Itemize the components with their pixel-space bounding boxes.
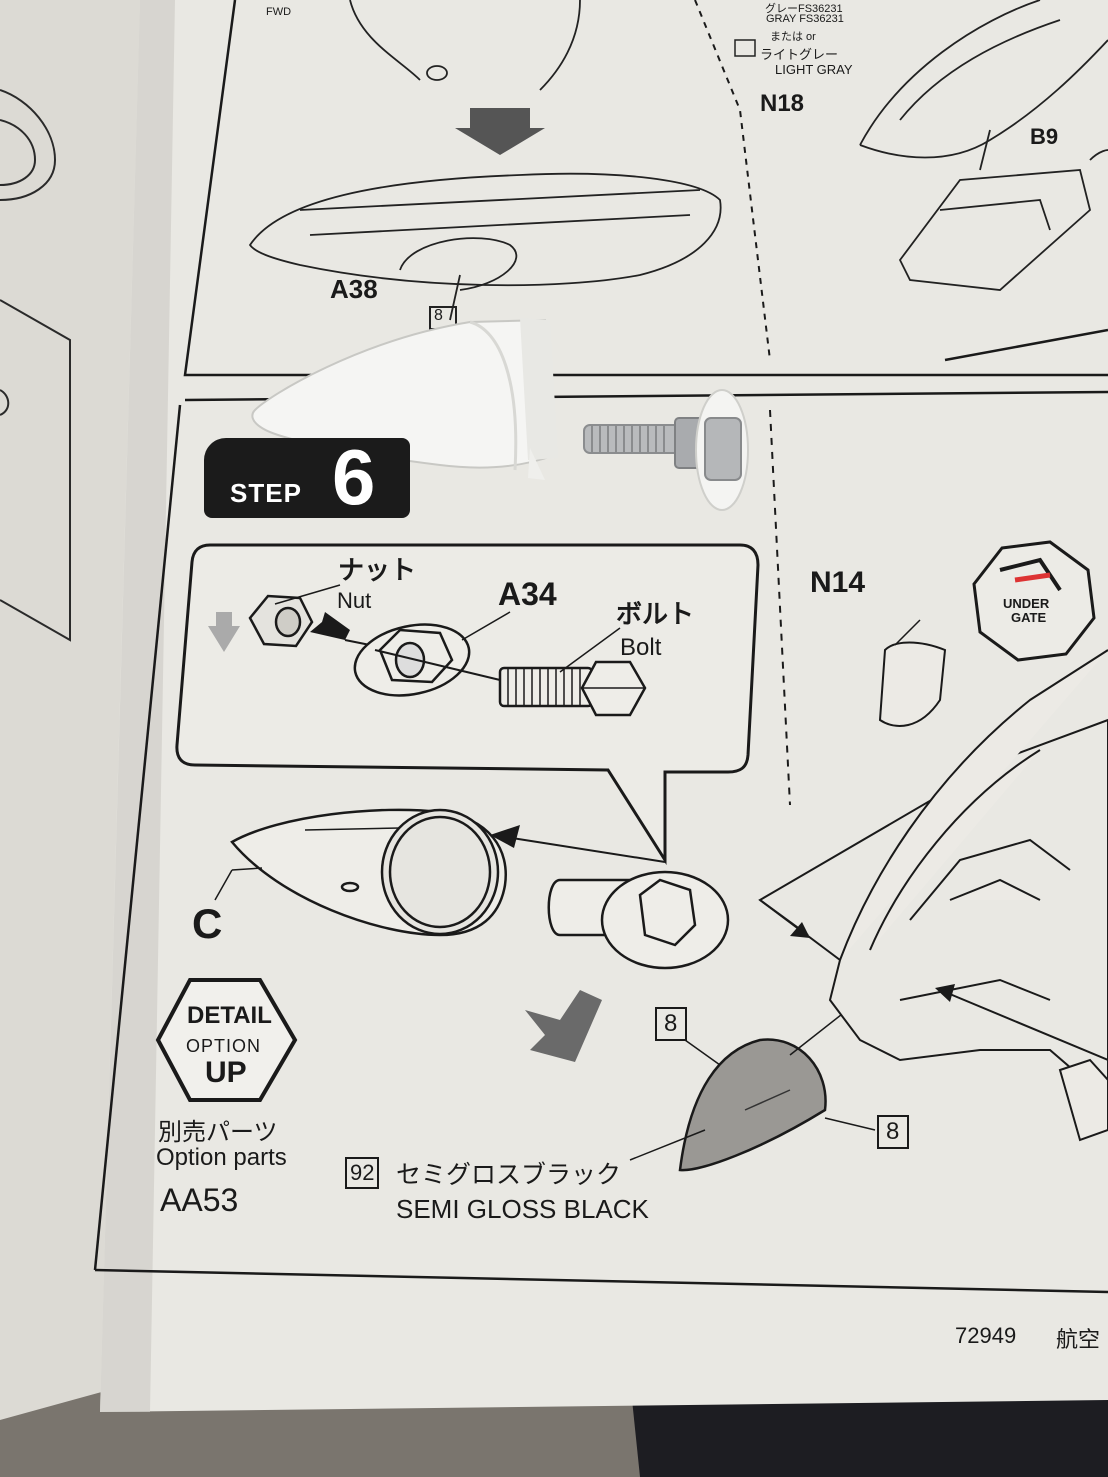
part-label-a38: A38 [330, 274, 378, 304]
paint-text-4: ライトグレー [760, 47, 839, 62]
part-label-c: C [192, 900, 223, 947]
ref-number-left: 8 [664, 1010, 678, 1037]
physical-bolt [583, 389, 749, 511]
page-fold-shadow [100, 0, 175, 1412]
step6-bottom-border [94, 1268, 1108, 1294]
paint-text-2: GRAY FS36231 [766, 13, 844, 25]
under-gate-icon [972, 540, 1096, 662]
nose-cone-c-drawing [230, 808, 507, 937]
part-label-n14: N14 [810, 566, 866, 599]
detail-up-line2: OPTION [186, 1036, 262, 1056]
part-c-leader [214, 867, 263, 901]
fuselage-arrowhead-icon [790, 922, 810, 938]
bolt-label-en: Bolt [620, 634, 662, 661]
fuselage-drawing-top [248, 0, 722, 321]
under-gate-text-1: UNDER [1003, 596, 1050, 611]
detail-up-line1: DETAIL [187, 1002, 272, 1029]
part-label-a34: A34 [498, 576, 557, 612]
paint-code: 92 [350, 1160, 375, 1185]
insert-arrow-icon [310, 612, 350, 640]
part-label-n18: N18 [760, 90, 805, 117]
painted-nose-cone-drawing [678, 1038, 827, 1172]
kit-number: 72949 [955, 1323, 1017, 1348]
step-number: 6 [332, 433, 376, 521]
top-right-frame [944, 328, 1108, 362]
assembly-arrow-line [511, 837, 666, 863]
step-word: STEP [230, 478, 302, 508]
nose-cone-detail-line [744, 1089, 791, 1111]
washer-arrow-line [374, 649, 501, 681]
part-label-b9: B9 [1030, 124, 1059, 149]
fwd-label: FWD [266, 6, 292, 18]
gate-arrowhead-icon [935, 984, 955, 1002]
paint-text-3: または or [770, 31, 816, 43]
callout-leaders [274, 584, 621, 673]
paint-name-jp: セミグロスブラック [396, 1161, 622, 1189]
nut-drawing [248, 594, 314, 648]
ref-box-8-left [655, 1007, 687, 1041]
bolt-drawing [498, 660, 647, 717]
kit-title-fragment: 航空 [1056, 1327, 1101, 1352]
paint-text-1: グレーFS36231 [765, 3, 843, 15]
ref-box-8-right [877, 1115, 909, 1149]
sold-separately-jp: 別売パーツ [158, 1119, 278, 1146]
nut-arrow-line [344, 639, 371, 646]
ref-number-top: 8 [434, 307, 443, 324]
under-gate-text-2: GATE [1011, 610, 1047, 625]
bolt-label-jp: ボルト [616, 599, 695, 629]
paint-name-en: SEMI GLOSS BLACK [396, 1194, 649, 1224]
washer-a34-drawing [353, 623, 471, 697]
step6-left-border [93, 404, 182, 1271]
paint-code-box-icon [734, 39, 756, 57]
n14-leader [894, 619, 921, 646]
option-part-code: AA53 [160, 1182, 239, 1218]
cockpit-drawing-top [859, 0, 1108, 291]
detail-up-line3: UP [205, 1056, 247, 1089]
nut-label-en: Nut [337, 588, 372, 613]
rotate-arrow-icon [208, 612, 240, 652]
sold-separately-en: Option parts [156, 1144, 287, 1171]
step-badge: STEP 6 [204, 433, 410, 521]
bolt-assembly-drawing [547, 870, 730, 970]
physical-nose-cone [251, 318, 558, 480]
ref-number-right: 8 [886, 1118, 900, 1145]
arrow-down-icon [455, 108, 545, 155]
nut-label-jp: ナット [338, 555, 417, 585]
step6-divider [769, 409, 791, 806]
direction-arrow-icon [525, 990, 602, 1062]
left-page-drawing [0, 89, 71, 642]
assembly-arrowhead-icon [490, 825, 520, 848]
gate-arrow-line [944, 991, 1108, 1061]
paint-text-5: LIGHT GRAY [775, 62, 853, 77]
fuselage-drawing-step6 [758, 641, 1108, 1142]
paint-92-box [345, 1157, 379, 1189]
detail-up-badge [155, 978, 298, 1102]
top-divider [694, 0, 771, 361]
